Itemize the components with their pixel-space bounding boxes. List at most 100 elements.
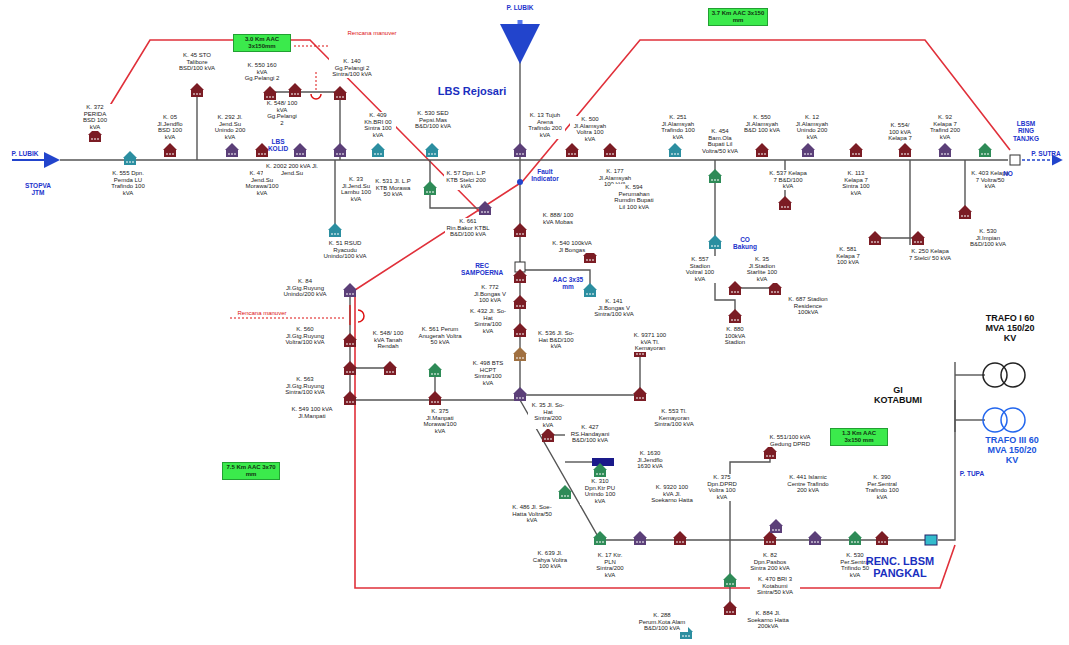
substation-label: GI KOTABUMI <box>870 386 926 406</box>
transformer-icon <box>729 288 741 295</box>
transformer-icon <box>226 150 238 157</box>
transformer-icon <box>586 294 594 295</box>
transformer-icon <box>372 150 384 157</box>
place-label: LBS KOLID <box>262 138 294 153</box>
transformer-label: K. 594 Perumahan Rumdin Bupati Lil 100 k… <box>611 184 657 211</box>
transformer-icon <box>166 154 174 155</box>
transformer-icon <box>426 192 434 193</box>
transformer-label: K. 113 Kelapa 7 Sintra 100 kVA <box>838 170 874 197</box>
transformer-icon <box>329 230 341 237</box>
transformer-label: K. 548/ 100 kVA Gg.Pelangi 2 <box>265 100 299 127</box>
transformer-label: K. 13 Tujuh Arena Trafindo 200 kVA <box>525 112 565 139</box>
transformer-icon <box>371 143 385 150</box>
transformer-icon <box>682 636 690 637</box>
transformer-icon <box>633 531 647 538</box>
transformer-icon <box>781 207 789 208</box>
transformer-icon <box>804 154 812 155</box>
transformer-label: K. 563 Jl.Gtg.Ruyung Sintra/100 kVA <box>282 376 328 396</box>
cable-spec-text: 7.5 Km AAC 3x70 mm <box>225 464 277 478</box>
transformer-label: K. 498 BTS HCPT Sintra/100 kVA <box>468 360 508 387</box>
transformer-label: K. 390 Per.Sentral Trafindo 100 kVA <box>861 474 903 501</box>
transformer-icon <box>513 387 527 394</box>
place-label: P. SUTRA <box>1028 150 1064 157</box>
transformer-icon <box>724 580 736 587</box>
transformer-label: K. 292 Jl. Jend.Su Unindo 200 kVA <box>212 114 248 141</box>
transformer-icon <box>516 358 524 359</box>
transformer-icon <box>634 538 646 545</box>
transformer-icon <box>871 242 879 243</box>
transformer-icon <box>384 368 396 375</box>
transformer-icon <box>513 223 527 230</box>
transformer-icon <box>978 143 992 150</box>
transformer-icon <box>346 372 354 373</box>
transformer-icon <box>481 212 489 213</box>
transformer-icons <box>88 83 992 639</box>
transformer-icon <box>674 538 686 545</box>
transformer-label: K. 772 Jl.Bongas V 100 kVA <box>470 284 510 304</box>
transformer-icon <box>346 402 354 403</box>
transformer-icon <box>423 181 437 188</box>
transformer-label: K. 17 Ktr. PLN Sintra/200 kVA <box>590 552 630 579</box>
transformer-label: K. 550 160 kVA Gg.Pelangi 2 <box>241 62 283 82</box>
transformer-label: K. 2002 200 kVA Jl. Jend.Su <box>263 163 321 176</box>
transformer-icon <box>558 485 572 492</box>
transformer-label: K. 554/ 100 kVA Kelapa 7 <box>884 122 916 142</box>
transformer-label: K. 409 Kh.BRI 00 Sintra 100 kVA <box>360 112 396 139</box>
transformer-icon <box>514 302 526 309</box>
transformer-icon <box>190 83 204 90</box>
transformer-label: K. 05 Jl.Jendflo BSD 100 kVA <box>152 114 188 141</box>
transformer-icon <box>671 154 679 155</box>
transformer-icon <box>731 320 739 321</box>
transformer-icon <box>91 139 99 140</box>
transformer-label: K. 530 SED Pepsi.Mas B&D/100 kVA <box>412 110 454 130</box>
cable-spec-box: 3.0 Km AAC 3x150mm <box>233 34 291 52</box>
transformer-icon <box>291 94 299 95</box>
transformer-label: K. 555 Dpn. Pemda LU Trafindo 100 kVA <box>106 170 150 197</box>
transformer-label: K. 35 Jl.Stadion Starlite 100 kVA <box>743 256 781 283</box>
express-feeder <box>95 40 1010 588</box>
transformer-icon <box>711 180 719 181</box>
transformer-icon <box>429 398 441 405</box>
transformer-icon <box>766 542 774 543</box>
place-label: P. LUBIK <box>500 4 540 11</box>
transformer-icon <box>428 363 442 370</box>
transformer-icon <box>901 154 909 155</box>
transformer-icon <box>336 154 344 155</box>
transformer-icon <box>849 143 863 150</box>
transformer-icon <box>769 288 781 295</box>
transformer-icon <box>708 235 722 242</box>
transformer-icon <box>961 216 969 217</box>
transformer-icon <box>769 519 783 526</box>
transformer-icon <box>593 531 607 538</box>
transformer-label: K. 288 Perum.Kota Alam B&D/100 kVA <box>636 612 688 632</box>
place-label: P. TUPA <box>957 470 987 477</box>
transformer-icon <box>566 150 578 157</box>
transformer-icon <box>808 531 822 538</box>
note: Rencana manuver <box>230 310 294 317</box>
transformer-icon <box>383 361 397 368</box>
transformer-icon <box>851 542 859 543</box>
transformer-icon <box>123 151 137 158</box>
transformer-icon <box>514 150 526 157</box>
transformer-icon <box>334 150 346 157</box>
transformer-label: K. 661 Rin.Bakor KTBL B&D/100 kVA <box>445 218 491 238</box>
transformer-icon <box>344 398 356 405</box>
transformer-icon <box>979 150 991 157</box>
transformer-icon <box>898 143 912 150</box>
transformer-icon <box>333 143 347 150</box>
transformer-label: K. 432 Jl. So-Hat Sintra/100 kVA <box>468 308 508 335</box>
transformer-icon <box>583 283 597 290</box>
transformer-icon <box>561 496 569 497</box>
source-arrows <box>12 20 1060 160</box>
transformer-icon <box>193 94 201 95</box>
transformer-label: K. 561 Perum Anugerah Voltra 50 kVA <box>417 326 463 346</box>
transformer-icon <box>164 150 176 157</box>
place-label: STOPVA JTM <box>18 182 58 197</box>
transformer-icon <box>876 538 888 545</box>
transformer-icon <box>758 154 766 155</box>
transformer-icon <box>603 143 617 150</box>
transformer-icon <box>542 435 554 442</box>
transformer-icon <box>596 474 604 475</box>
transformer-icon <box>596 542 604 543</box>
